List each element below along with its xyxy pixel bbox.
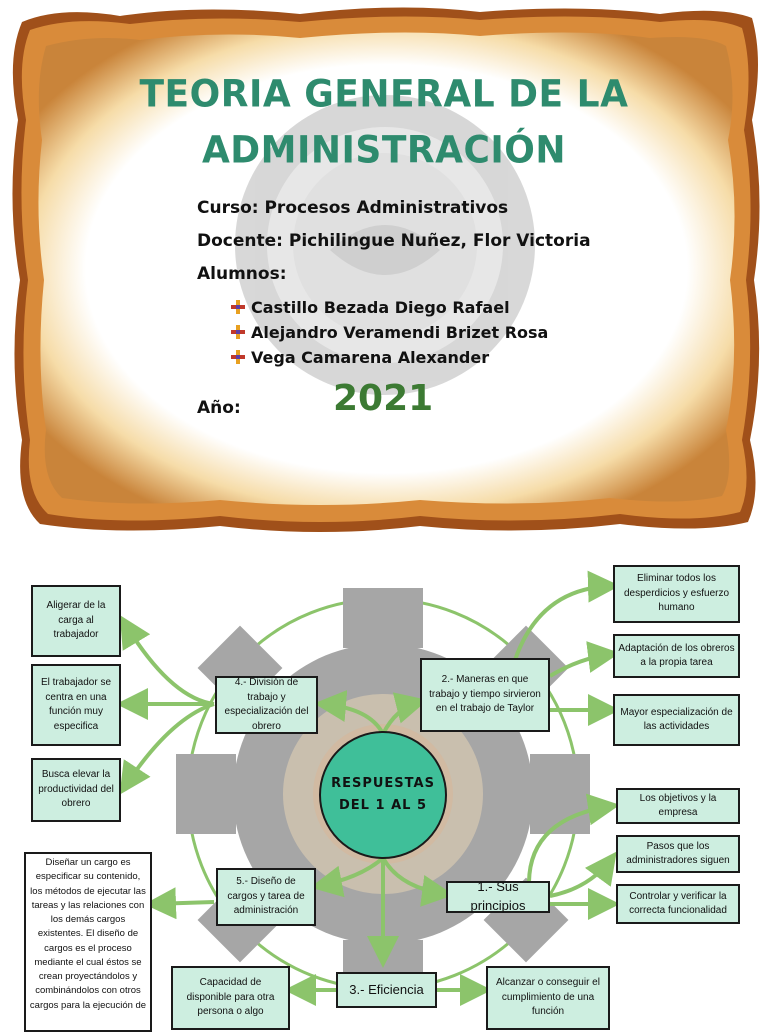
year-label: Año: (197, 398, 241, 418)
leaf-eliminar: Eliminar todos los desperdicios y esfuer… (613, 565, 740, 623)
leaf-elevar: Busca elevar la productividad del obrero (31, 758, 121, 822)
student-item: Alejandro Veramendi Brizet Rosa (230, 323, 548, 342)
center-label-line1: RESPUESTAS (331, 775, 435, 791)
node-principios: 1.- Sus principios (446, 879, 550, 913)
leaf-centra: El trabajador se centra en una función m… (31, 664, 121, 746)
student-item: Vega Camarena Alexander (230, 348, 489, 367)
center-label-line2: DEL 1 AL 5 (339, 798, 427, 813)
document-title-line1: TEORIA GENERAL DE LA (139, 72, 629, 117)
student-name: Castillo Bezada Diego Rafael (251, 298, 510, 317)
leaf-controlar: Controlar y verificar la correcta funcio… (616, 884, 740, 924)
document-title-line2: ADMINISTRACIÓN (201, 128, 567, 173)
concept-diagram: RESPUESTAS DEL 1 AL 5 4.- División de tr… (0, 548, 768, 1032)
leaf-capacidad: Capacidad de disponible para otra person… (171, 966, 290, 1030)
leaf-mayor: Mayor especialización de las actividades (613, 694, 740, 746)
leaf-adaptacion: Adaptación de los obreros a la propia ta… (613, 634, 740, 678)
student-name: Vega Camarena Alexander (251, 348, 490, 367)
students-label: Alumnos: (197, 264, 287, 284)
node-maneras-taylor: 2.- Maneras en que trabajo y tiempo sirv… (420, 658, 550, 732)
cross-bullet-icon (231, 350, 245, 364)
center-node: RESPUESTAS DEL 1 AL 5 (319, 731, 447, 859)
year-value: 2021 (333, 378, 434, 419)
leaf-objetivos: Los objetivos y la empresa (616, 788, 740, 824)
cross-bullet-icon (231, 300, 245, 314)
teacher-line: Docente: Pichilingue Nuñez, Flor Victori… (197, 231, 591, 251)
student-name: Alejandro Veramendi Brizet Rosa (251, 323, 549, 342)
cross-bullet-icon (231, 325, 245, 339)
node-diseno-cargos: 5.- Diseño de cargos y tarea de administ… (216, 868, 316, 926)
node-eficiencia: 3.- Eficiencia (336, 972, 437, 1008)
leaf-disenar: Diseñar un cargo es especificar su conte… (24, 852, 152, 1032)
student-item: Castillo Bezada Diego Rafael (230, 298, 510, 317)
node-division-trabajo: 4.- División de trabajo y especializació… (215, 676, 318, 734)
leaf-alcanzar: Alcanzar o conseguir el cumplimiento de … (486, 966, 610, 1030)
leaf-aligerar: Aligerar de la carga al trabajador (31, 585, 121, 657)
cover-page: TEORIA GENERAL DE LA ADMINISTRACIÓN Curs… (12, 7, 760, 533)
parchment-frame (12, 7, 760, 533)
leaf-pasos: Pasos que los administradores siguen (616, 835, 740, 873)
course-line: Curso: Procesos Administrativos (197, 198, 509, 218)
